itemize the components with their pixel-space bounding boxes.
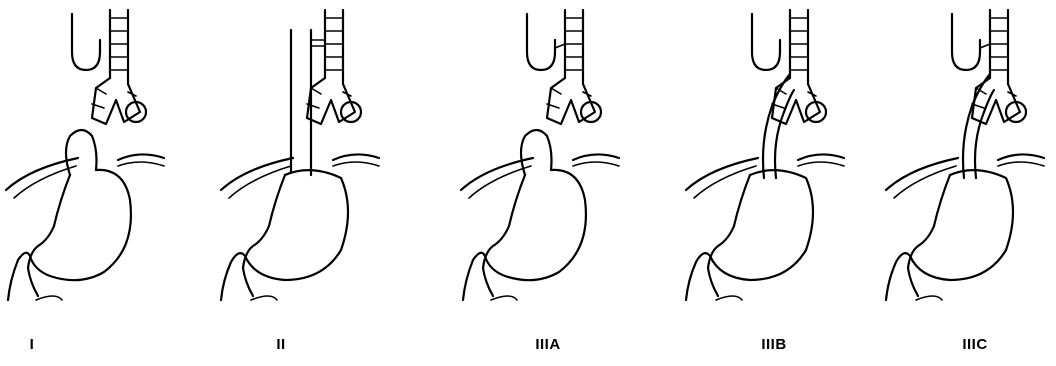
diaphragm-right-inner bbox=[998, 162, 1044, 166]
fistula-upper bbox=[311, 40, 325, 46]
stomach-lesser-curve bbox=[243, 175, 285, 296]
bronchi bbox=[92, 78, 140, 124]
trachea-wall bbox=[990, 10, 1008, 84]
panel-ii bbox=[221, 10, 379, 300]
diaphragm-right-inner bbox=[798, 162, 844, 166]
duodenum bbox=[36, 296, 62, 300]
diaphragm-right-inner bbox=[573, 162, 619, 166]
trachea-wall bbox=[790, 10, 808, 84]
diaphragm-right bbox=[798, 154, 844, 160]
panel-i bbox=[6, 10, 164, 300]
stomach-lesser-curve bbox=[483, 175, 525, 296]
diaphragm-right bbox=[333, 154, 379, 160]
duodenum bbox=[716, 296, 742, 300]
duodenum bbox=[251, 296, 277, 300]
duodenum bbox=[916, 296, 942, 300]
diaphragm-right-inner bbox=[118, 162, 164, 166]
duodenum bbox=[491, 296, 517, 300]
panel-label-3: IIIA bbox=[508, 336, 588, 353]
panel-label-2: II bbox=[241, 336, 321, 353]
stomach-lesser-curve bbox=[708, 175, 750, 296]
panel-label-4: IIIB bbox=[734, 336, 814, 353]
distal-fistula-tube bbox=[963, 74, 994, 178]
bronchi bbox=[307, 78, 355, 124]
trachea-wall bbox=[110, 10, 128, 84]
diaphragm-right bbox=[998, 154, 1044, 160]
proximal-pouch bbox=[527, 14, 555, 70]
panel-label-1: I bbox=[0, 336, 72, 353]
proximal-pouch bbox=[72, 14, 100, 70]
panel-iiia bbox=[461, 10, 619, 300]
panel-label-5: IIIC bbox=[935, 336, 1015, 353]
diaphragm-right bbox=[118, 154, 164, 160]
diaphragm-right bbox=[573, 154, 619, 160]
panel-iiic bbox=[886, 10, 1044, 300]
fistula-proximal bbox=[980, 44, 990, 48]
trachea-wall bbox=[325, 10, 343, 84]
stomach-lesser-curve bbox=[908, 175, 950, 296]
bronchi bbox=[972, 78, 1020, 124]
stomach-outer bbox=[463, 130, 586, 300]
panel-iiib bbox=[686, 10, 844, 300]
distal-fistula-tube bbox=[763, 74, 794, 178]
proximal-pouch bbox=[752, 14, 780, 70]
trachea-wall bbox=[565, 10, 583, 84]
diaphragm-right-inner bbox=[333, 162, 379, 166]
fistula-proximal bbox=[555, 44, 565, 48]
bronchi bbox=[547, 78, 595, 124]
bronchi bbox=[772, 78, 820, 124]
stomach-lesser-curve bbox=[28, 175, 70, 296]
stomach-outer bbox=[8, 130, 131, 300]
proximal-pouch bbox=[952, 14, 980, 70]
